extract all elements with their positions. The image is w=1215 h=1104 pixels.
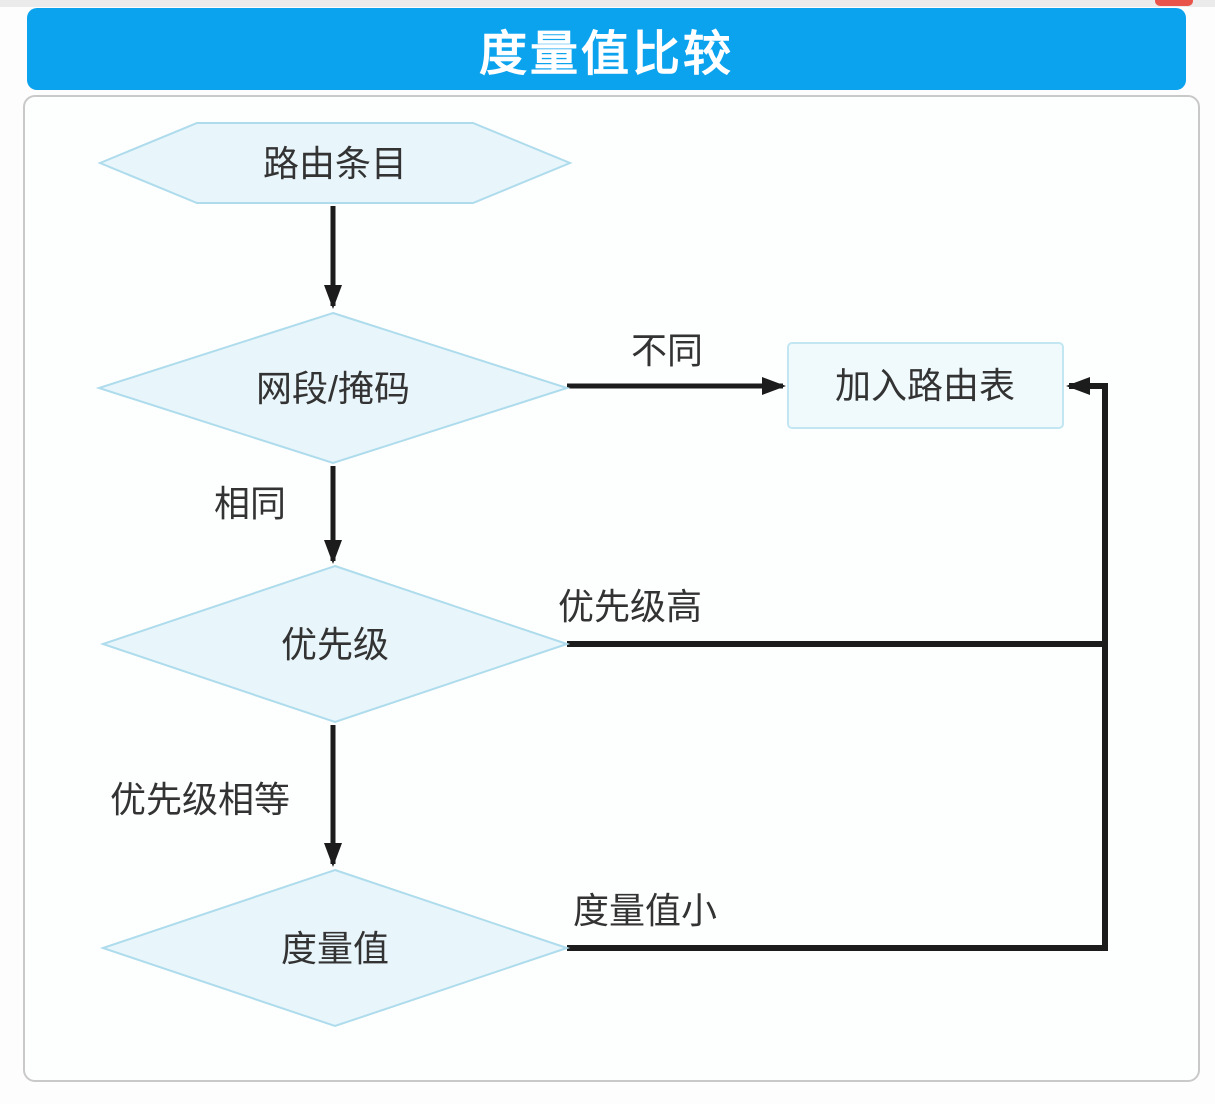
page-title: 度量值比较 bbox=[478, 28, 734, 81]
edge-metric-small-to-add-routing-table bbox=[567, 377, 1108, 951]
title-bar: 度量值比较 bbox=[27, 8, 1186, 90]
edge-label-metric-small: 度量值小 bbox=[573, 890, 717, 931]
node-route-entry bbox=[97, 122, 573, 204]
node-network-mask bbox=[95, 311, 571, 465]
edge-label-priority-high: 优先级高 bbox=[558, 586, 702, 627]
node-add-routing-table-label: 加入路由表 bbox=[835, 365, 1015, 406]
node-priority bbox=[99, 564, 571, 724]
node-add-routing-table bbox=[787, 342, 1064, 429]
top-strip bbox=[0, 0, 1215, 7]
edge-label-priority-equal: 优先级相等 bbox=[110, 779, 290, 820]
node-priority-label: 优先级 bbox=[281, 624, 389, 665]
node-metric-label: 度量值 bbox=[281, 928, 389, 969]
node-metric bbox=[99, 868, 571, 1028]
node-route-entry-label: 路由条目 bbox=[263, 143, 407, 184]
edge-label-same: 相同 bbox=[214, 483, 286, 524]
red-fragment bbox=[1155, 0, 1193, 6]
edge-label-different: 不同 bbox=[631, 330, 703, 371]
node-network-mask-label: 网段/掩码 bbox=[256, 368, 410, 409]
